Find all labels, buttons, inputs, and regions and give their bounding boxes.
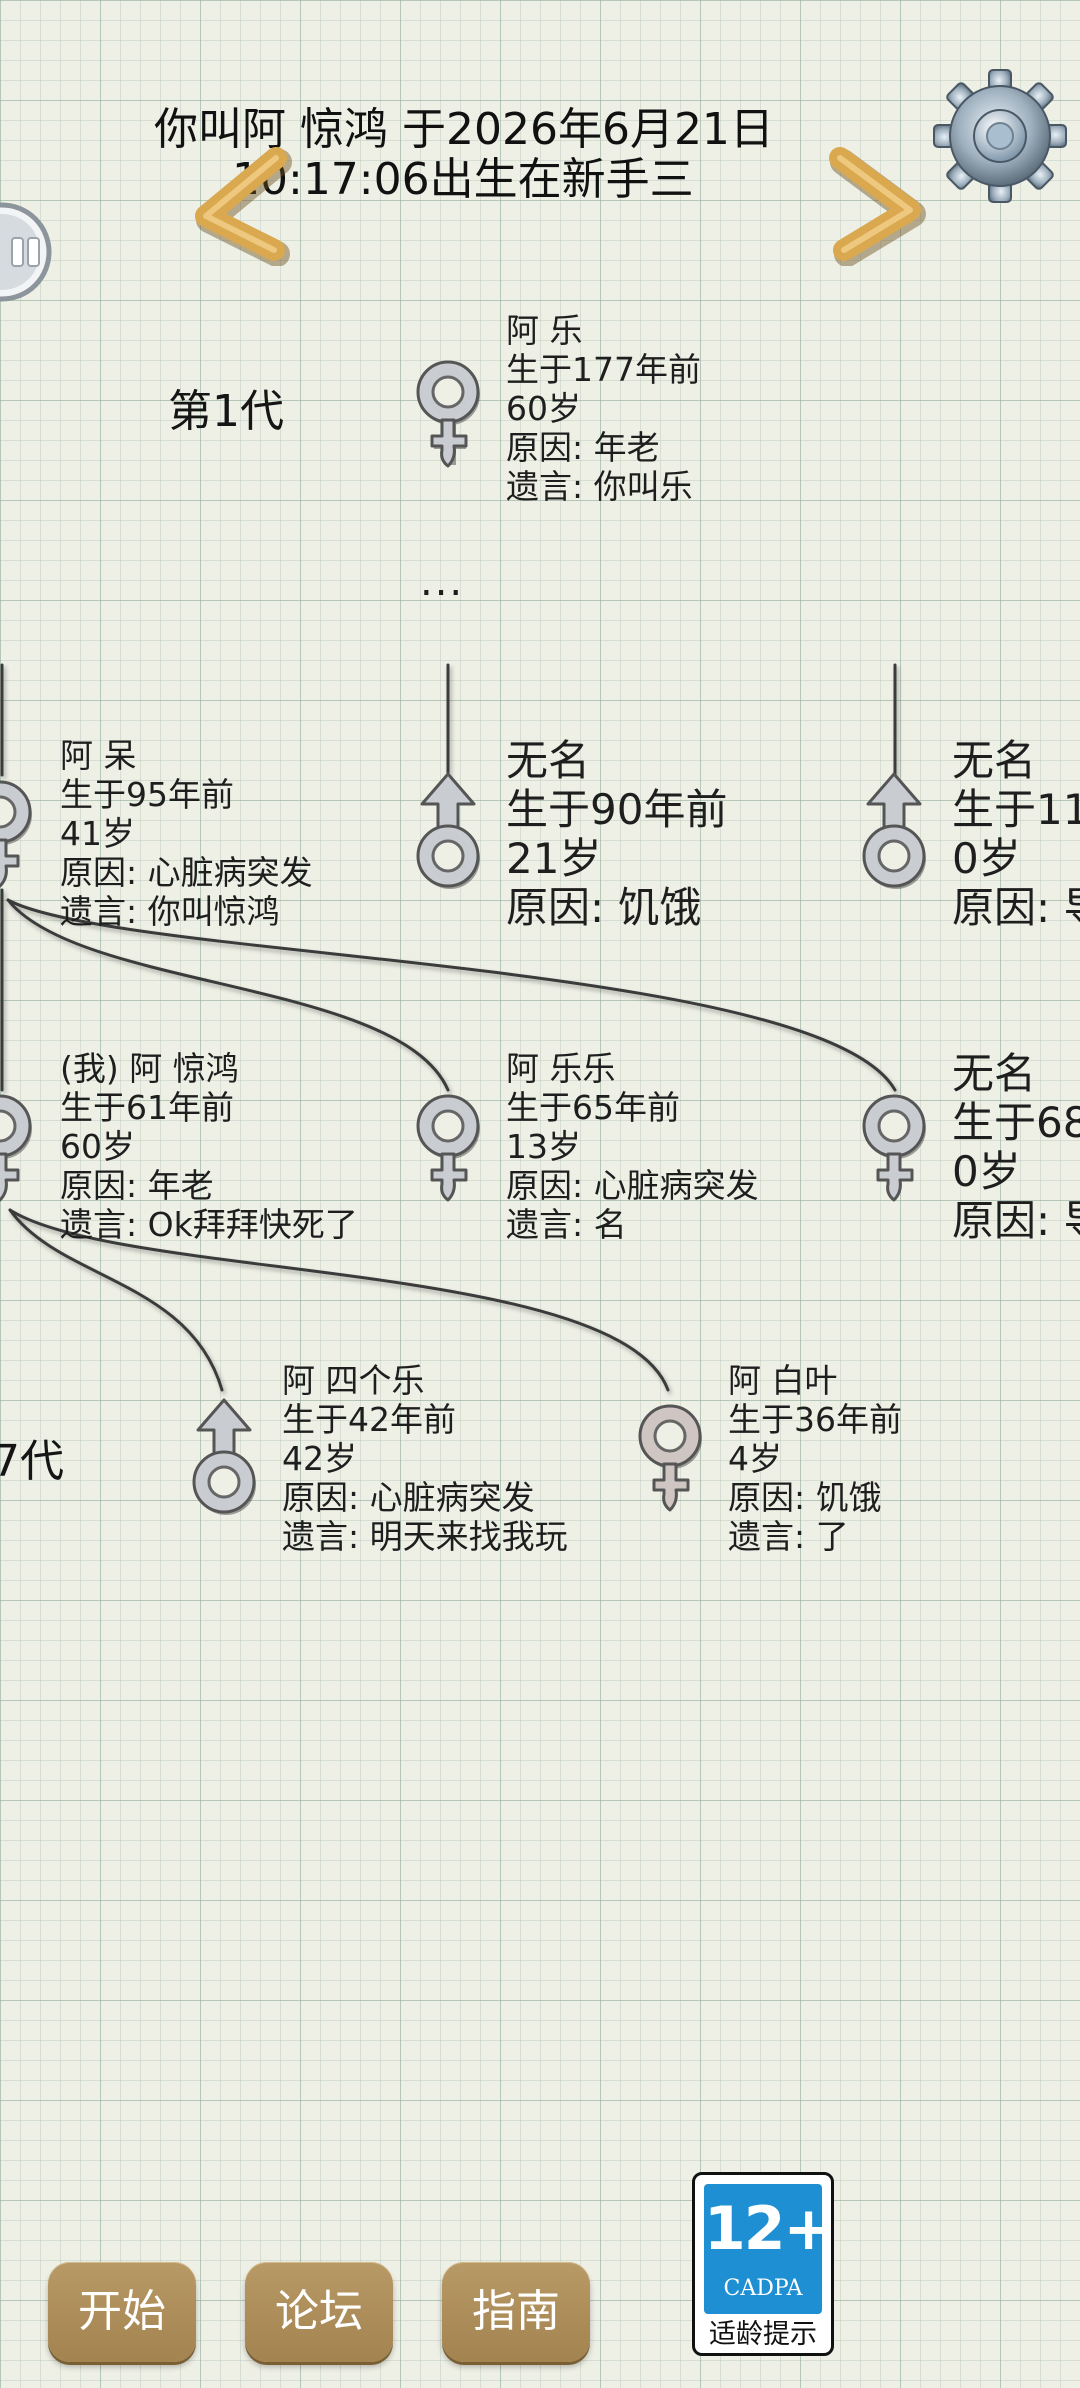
settings-button[interactable] (930, 66, 1070, 206)
person-last-words: 遗言: 你叫乐 (506, 467, 693, 506)
person-name: 无名 (506, 736, 591, 785)
person-age: 0岁 (952, 1147, 1021, 1196)
person-info-lele: 阿 乐乐 生于65年前 13岁 原因: 心脏病突发 遗言: 名 (506, 1049, 759, 1244)
next-button[interactable] (816, 146, 956, 267)
person-name: 阿 四个乐 (282, 1361, 425, 1400)
person-info-baiye: 阿 白叶 生于36年前 4岁 原因: 饥饿 遗言: 了 (728, 1361, 902, 1556)
age-rating-panel: 12+ CADPA (704, 2184, 832, 2314)
chevron-right-icon (829, 147, 926, 267)
generation-label-last: 7代 (0, 1436, 64, 1487)
person-cause: 原因: 饥饿 (728, 1478, 882, 1517)
person-last-words: 遗言: 了 (728, 1517, 849, 1556)
person-name: 无名 (952, 736, 1037, 785)
person-born: 生于36年前 (728, 1400, 902, 1439)
birth-info-line-1: 你叫阿 惊鸿 于2026年6月21日 (154, 104, 774, 155)
person-age: 41岁 (60, 814, 135, 853)
previous-button[interactable] (176, 146, 316, 267)
person-symbol-lele[interactable] (410, 1084, 490, 1218)
person-symbol-gen1[interactable] (410, 350, 490, 484)
person-info-wuming1: 无名 生于90年前 21岁 原因: 饥饿 (506, 736, 727, 932)
male-symbol-icon (416, 772, 480, 889)
person-cause: 原因: 心脏病突发 (282, 1478, 535, 1517)
start-button[interactable]: 开始 (48, 2262, 196, 2362)
person-name: 阿 乐乐 (506, 1049, 616, 1088)
guide-button[interactable]: 指南 (442, 2262, 590, 2362)
age-rating-badge[interactable]: 12+ CADPA 适龄提示 (692, 2172, 834, 2356)
person-symbol-me[interactable] (0, 1084, 42, 1218)
person-age: 4岁 (728, 1439, 782, 1478)
person-name: 无名 (952, 1049, 1037, 1098)
person-age: 42岁 (282, 1439, 357, 1478)
person-cause: 原因: 心脏病突发 (60, 853, 313, 892)
generation-ellipsis: ... (420, 559, 465, 605)
person-name: 阿 白叶 (728, 1361, 838, 1400)
person-born: 生于90年前 (506, 785, 728, 834)
person-cause: 原因: 年老 (60, 1166, 214, 1205)
person-symbol-sigele[interactable] (186, 1394, 266, 1528)
person-name: (我) 阿 惊鸿 (60, 1049, 239, 1088)
person-last-words: 遗言: 名 (506, 1205, 627, 1244)
gear-icon (933, 69, 1067, 203)
person-born: 生于61年前 (60, 1088, 234, 1127)
person-name: 阿 呆 (60, 736, 137, 775)
male-symbol-icon (192, 1398, 256, 1515)
person-info-dai: 阿 呆 生于95年前 41岁 原因: 心脏病突发 遗言: 你叫惊鸿 (60, 736, 313, 931)
person-born: 生于42年前 (282, 1400, 456, 1439)
person-age: 0岁 (952, 834, 1021, 883)
person-symbol-baiye[interactable] (632, 1394, 712, 1528)
person-info-wuming2: 无名 生于11 0岁 原因: 导 (952, 736, 1080, 932)
person-age: 13岁 (506, 1127, 581, 1166)
person-born: 生于177年前 (506, 350, 701, 389)
person-info-me: (我) 阿 惊鸿 生于61年前 60岁 原因: 年老 遗言: Ok拜拜快死了 (60, 1049, 358, 1244)
person-symbol-wuming2[interactable] (856, 768, 936, 902)
chevron-left-icon (195, 147, 292, 267)
person-last-words: 遗言: 你叫惊鸿 (60, 892, 280, 931)
person-age: 21岁 (506, 834, 602, 883)
person-last-words: 遗言: Ok拜拜快死了 (60, 1205, 358, 1244)
person-info-sigele: 阿 四个乐 生于42年前 42岁 原因: 心脏病突发 遗言: 明天来找我玩 (282, 1361, 568, 1556)
person-age: 60岁 (506, 389, 581, 428)
age-rating-org: CADPA (723, 2276, 803, 2301)
person-name: 阿 乐 (506, 311, 583, 350)
person-symbol-wuming3[interactable] (856, 1084, 936, 1218)
female-symbol-icon (416, 1094, 480, 1202)
person-born: 生于68 (952, 1098, 1080, 1147)
person-cause: 原因: 心脏病突发 (506, 1166, 759, 1205)
female-symbol-icon (638, 1404, 702, 1512)
generation-label-first: 第1代 (168, 386, 284, 437)
forum-button[interactable]: 论坛 (245, 2262, 393, 2362)
person-born: 生于11 (952, 785, 1080, 834)
person-symbol-dai[interactable] (0, 770, 42, 904)
person-cause: 原因: 导 (952, 883, 1080, 932)
person-info-gen1: 阿 乐 生于177年前 60岁 原因: 年老 遗言: 你叫乐 (506, 311, 701, 506)
person-symbol-wuming1[interactable] (410, 768, 490, 902)
person-cause: 原因: 年老 (506, 428, 660, 467)
female-symbol-icon (862, 1094, 926, 1202)
person-cause: 原因: 饥饿 (506, 883, 702, 932)
person-info-wuming3: 无名 生于68 0岁 原因: 导 (952, 1049, 1080, 1245)
person-cause: 原因: 导 (952, 1196, 1080, 1245)
person-age: 60岁 (60, 1127, 135, 1166)
age-rating-number: 12+ (704, 2194, 832, 2264)
male-symbol-icon (862, 772, 926, 889)
pause-icon (0, 202, 52, 302)
female-symbol-icon (0, 780, 32, 888)
age-rating-caption: 适龄提示 (709, 2319, 817, 2350)
female-symbol-icon (0, 1094, 32, 1202)
person-born: 生于65年前 (506, 1088, 680, 1127)
person-born: 生于95年前 (60, 775, 234, 814)
person-last-words: 遗言: 明天来找我玩 (282, 1517, 568, 1556)
female-symbol-icon (416, 360, 480, 468)
pause-button[interactable] (0, 200, 54, 304)
birth-info-line-2: 10:17:06出生在新手三 (232, 154, 694, 205)
